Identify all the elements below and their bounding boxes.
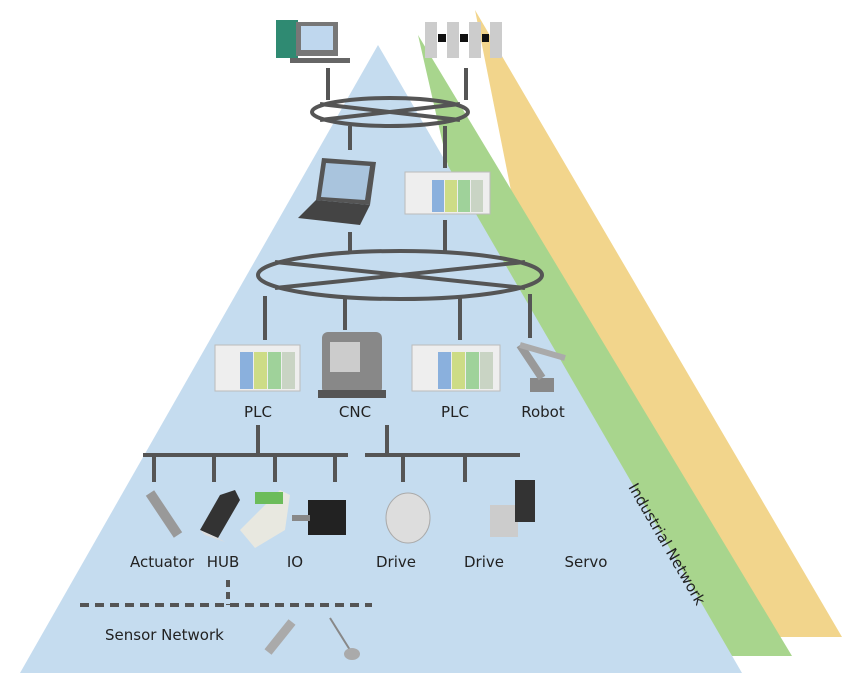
top-layer-triangle xyxy=(475,10,842,637)
field-bus-right xyxy=(365,425,520,482)
laptop-icon xyxy=(298,158,376,225)
top-ring-network xyxy=(310,96,470,128)
label-drive-right: Drive xyxy=(464,553,504,571)
drive-motor-icon xyxy=(292,500,346,535)
label-plc-left: PLC xyxy=(244,403,272,421)
actuator-icon xyxy=(145,490,183,538)
cnc-machine-icon xyxy=(318,332,386,398)
label-servo: Servo xyxy=(565,553,608,571)
drive-right-icon xyxy=(385,492,431,544)
hub-icon xyxy=(200,490,240,542)
label-drive-left: Drive xyxy=(376,553,416,571)
proximity-sensor-icon xyxy=(264,619,296,655)
label-plc-right: PLC xyxy=(441,403,469,421)
servo-icon xyxy=(490,480,535,537)
label-hub: HUB xyxy=(207,553,240,571)
sensor-bus xyxy=(80,580,372,607)
label-cnc: CNC xyxy=(339,403,371,421)
label-io: IO xyxy=(287,553,303,571)
field-bus-left xyxy=(143,425,348,482)
label-actuator: Actuator xyxy=(130,553,195,571)
plc-icon xyxy=(404,171,491,215)
server-rack-icon xyxy=(425,22,502,58)
plc-right-icon xyxy=(411,344,501,392)
probe-sensor-icon xyxy=(329,617,360,660)
workstation-icon xyxy=(276,20,350,63)
io-module-icon xyxy=(240,490,290,548)
middle-layer-triangle xyxy=(418,35,792,656)
main-ring-network xyxy=(256,249,544,301)
label-sensor-network: Sensor Network xyxy=(105,626,224,644)
robot-arm-icon xyxy=(516,342,566,392)
plc-left-icon xyxy=(214,344,301,392)
label-robot: Robot xyxy=(521,403,565,421)
